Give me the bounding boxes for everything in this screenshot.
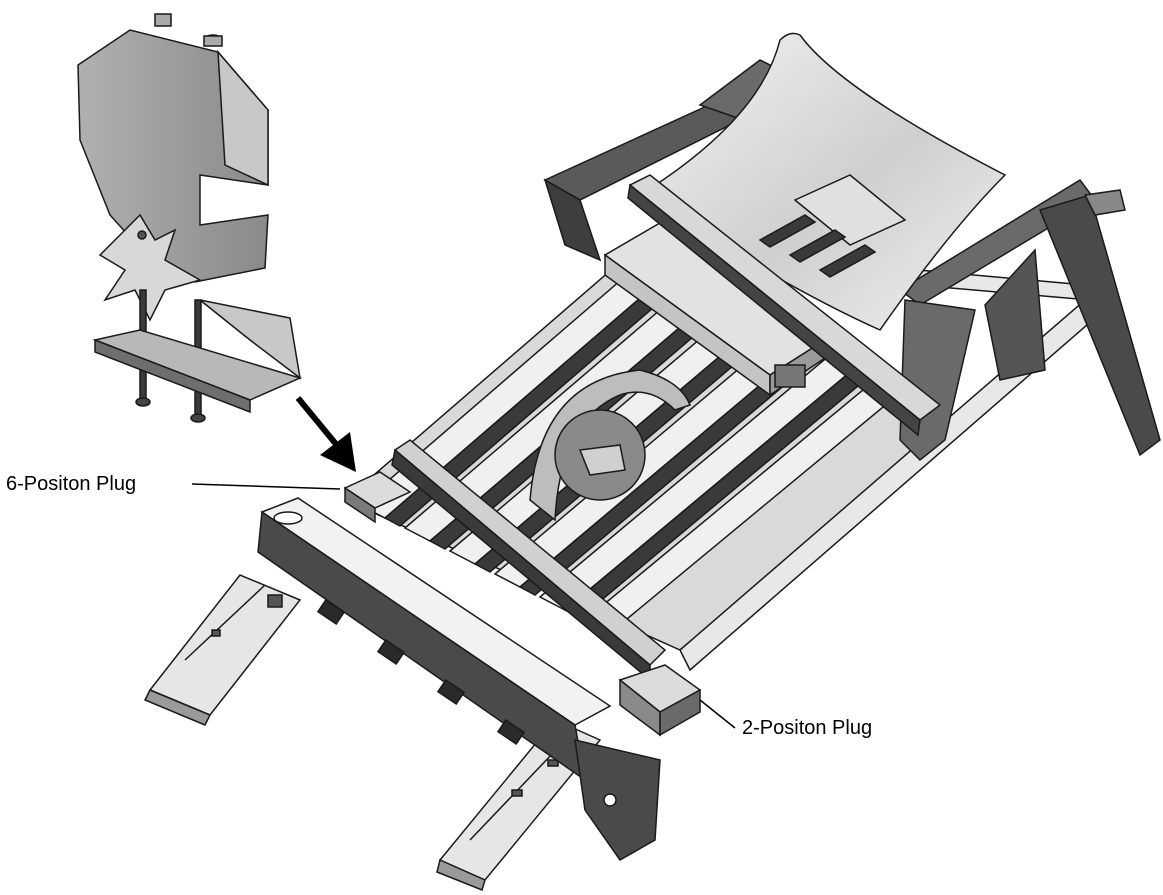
rear-motor-box — [603, 219, 827, 397]
front-right-bracket — [574, 664, 702, 861]
six-position-plug — [343, 471, 412, 524]
leader-line-six-position — [191, 483, 341, 490]
star-wheel — [529, 369, 691, 522]
leader-line-two-position — [699, 699, 736, 729]
front-channel — [257, 497, 612, 782]
curved-shield — [638, 32, 1007, 331]
slide-rail-left — [143, 574, 302, 726]
assembly-arrow — [295, 396, 356, 472]
six-position-plug-label: 6-Positon Plug — [6, 473, 137, 495]
two-position-plug-label: 2-Positon Plug — [742, 717, 873, 739]
cover-assembly — [77, 13, 303, 423]
rear-crossbar — [627, 174, 942, 437]
